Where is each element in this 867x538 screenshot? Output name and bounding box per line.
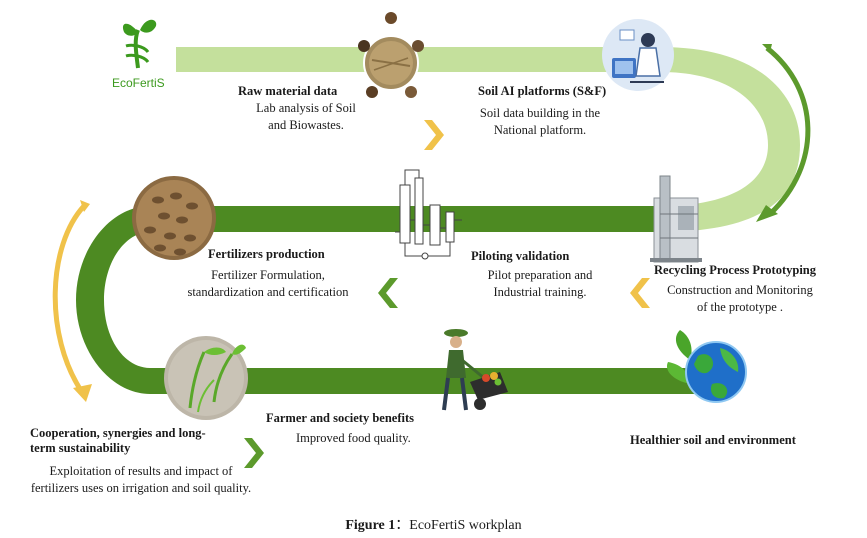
- lab-scientist-icon: [602, 19, 674, 91]
- caption-label: Figure 1: [345, 518, 396, 533]
- chevron-right-4: [244, 438, 264, 468]
- left-arrow-tail: [80, 200, 90, 212]
- cooperation-title-line2: term sustainability: [30, 441, 131, 455]
- farmer-title: Farmer and society benefits: [266, 411, 415, 425]
- process-schematic-icon: [395, 169, 462, 260]
- logo-sprout-icon: [122, 19, 157, 69]
- soil-ai-title: Soil AI platforms (S&F): [478, 84, 607, 98]
- fertilizers-desc-line2: standardization and certification: [187, 285, 349, 299]
- left-arrow-head: [73, 384, 92, 402]
- raw-material-desc-line1: Lab analysis of Soil: [256, 101, 356, 115]
- chevron-left-3: [378, 278, 398, 308]
- right-curve: [660, 47, 800, 232]
- chevron-left-2: [630, 278, 650, 308]
- soil-ai-desc-line2: National platform.: [493, 123, 587, 137]
- cooperation-title-line1: Cooperation, synergies and long-: [30, 426, 206, 440]
- soil-samples-icon: [358, 12, 424, 98]
- row3-band: [150, 368, 700, 394]
- seedlings-icon: [164, 336, 248, 420]
- recycling-title: Recycling Process Prototyping: [654, 263, 817, 277]
- right-arrow-head: [756, 205, 778, 222]
- farmer-desc: Improved food quality.: [296, 431, 411, 445]
- logo-text: EcoFertiS: [112, 76, 165, 90]
- raw-material-title: Raw material data: [238, 84, 338, 98]
- piloting-title: Piloting validation: [471, 249, 570, 263]
- healthier-title: Healthier soil and environment: [630, 433, 796, 447]
- soil-ai-desc-line1: Soil data building in the: [479, 106, 601, 120]
- recycling-desc-line1: Construction and Monitoring: [667, 283, 813, 297]
- recycling-desc-line2: of the prototype .: [696, 300, 784, 314]
- farmer-wheelbarrow-icon: [442, 329, 508, 411]
- caption-text: EcoFertiS workplan: [409, 518, 522, 533]
- left-outer-arrow: [52, 204, 86, 394]
- chevron-right-1: [424, 120, 444, 150]
- caption-separator: ：: [395, 518, 410, 533]
- cooperation-desc-line2: fertilizers uses on irrigation and soil …: [30, 481, 252, 495]
- fertilizers-desc-line1: Fertilizer Formulation,: [211, 268, 325, 282]
- piloting-desc-line2: Industrial training.: [493, 285, 587, 299]
- raw-material-desc-line2: and Biowastes.: [268, 118, 344, 132]
- seeds-icon: [132, 176, 216, 260]
- fertilizers-title: Fertilizers production: [208, 247, 325, 261]
- figure-caption: Figure 1：EcoFertiS workplan: [0, 514, 867, 534]
- right-outer-arrow: [765, 46, 811, 216]
- earth-leaves-icon: [666, 330, 747, 403]
- piloting-desc-line1: Pilot preparation and: [487, 268, 593, 282]
- left-curve: [76, 206, 150, 394]
- right-arrow-tail: [762, 44, 772, 52]
- cooperation-desc-line1: Exploitation of results and impact of: [49, 464, 233, 478]
- prototype-machine-icon: [650, 175, 702, 263]
